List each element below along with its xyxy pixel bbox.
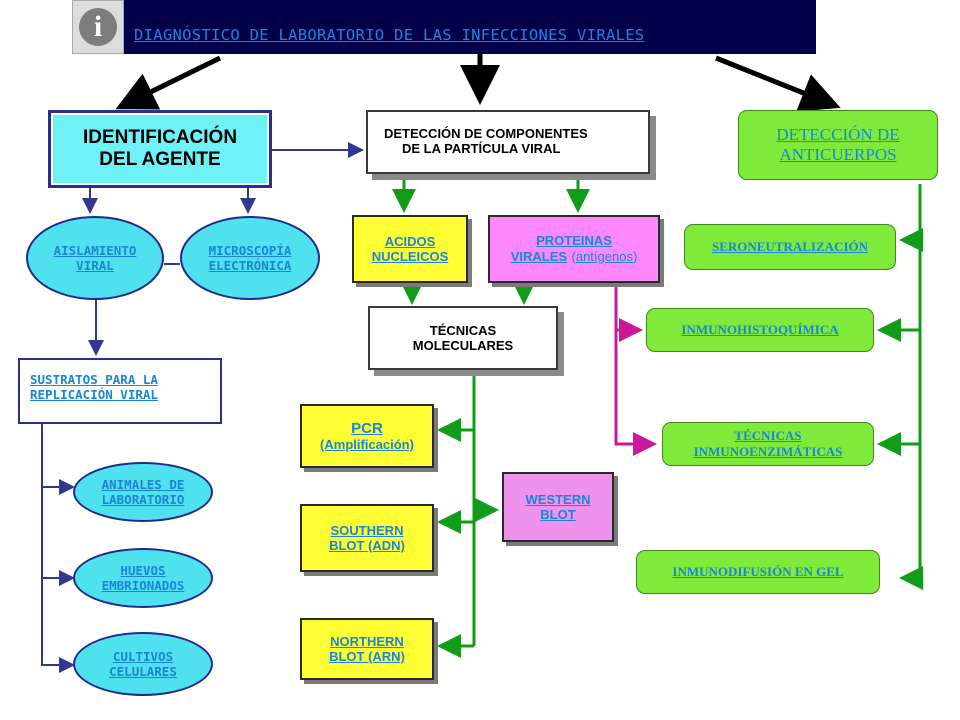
- sustratos-node[interactable]: SUSTRATOS PARA LA REPLICACIÓN VIRAL: [18, 358, 222, 424]
- microscopia-node[interactable]: MICROSCOPÍA ELECTRÓNICA: [180, 216, 320, 300]
- tecnicas-moleculares-node[interactable]: TÉCNICAS MOLECULARES: [368, 306, 558, 370]
- northern-blot-node[interactable]: NORTHERN BLOT (ARN): [300, 618, 434, 680]
- identificacion-node[interactable]: IDENTIFICACIÓN DEL AGENTE: [48, 110, 272, 188]
- seroneutralizacion-node[interactable]: SERONEUTRALIZACIÓN: [684, 224, 896, 270]
- deteccion-componentes-node[interactable]: DETECCIÓN DE COMPONENTES DE LA PARTÍCULA…: [366, 110, 650, 174]
- pcr-node[interactable]: PCR (Amplificación): [300, 404, 434, 468]
- cultivos-node[interactable]: CULTIVOS CELULARES: [73, 632, 213, 696]
- proteinas-virales-node[interactable]: PROTEINAS VIRALES (antígenos): [488, 215, 660, 283]
- western-blot-node[interactable]: WESTERN BLOT: [502, 472, 614, 542]
- animales-node[interactable]: ANIMALES DE LABORATORIO: [73, 462, 213, 522]
- info-icon[interactable]: i: [72, 0, 124, 54]
- arrow-to-anticuerpos: [715, 55, 841, 112]
- deteccion-anticuerpos-node[interactable]: DETECCIÓN DE ANTICUERPOS: [738, 110, 938, 180]
- southern-blot-node[interactable]: SOUTHERN BLOT (ADN): [300, 504, 434, 572]
- aislamiento-node[interactable]: AISLAMIENTO VIRAL: [26, 216, 164, 300]
- acidos-nucleicos-node[interactable]: ACIDOS NUCLEICOS: [352, 215, 468, 283]
- header-bar: [72, 0, 816, 54]
- huevos-node[interactable]: HUEVOS EMBRIONADOS: [73, 548, 213, 608]
- inmunodifusion-node[interactable]: INMUNODIFUSIÓN EN GEL: [636, 550, 880, 594]
- tecnicas-inmunoenzimaticas-node[interactable]: TÉCNICAS INMUNOENZIMÁTICAS: [662, 422, 874, 466]
- inmunohistoquimica-node[interactable]: INMUNOHISTOQUÍMICA: [646, 308, 874, 352]
- arrow-to-identificacion: [115, 55, 222, 110]
- page-title[interactable]: DIAGNÓSTICO DE LABORATORIO DE LAS INFECC…: [134, 26, 645, 44]
